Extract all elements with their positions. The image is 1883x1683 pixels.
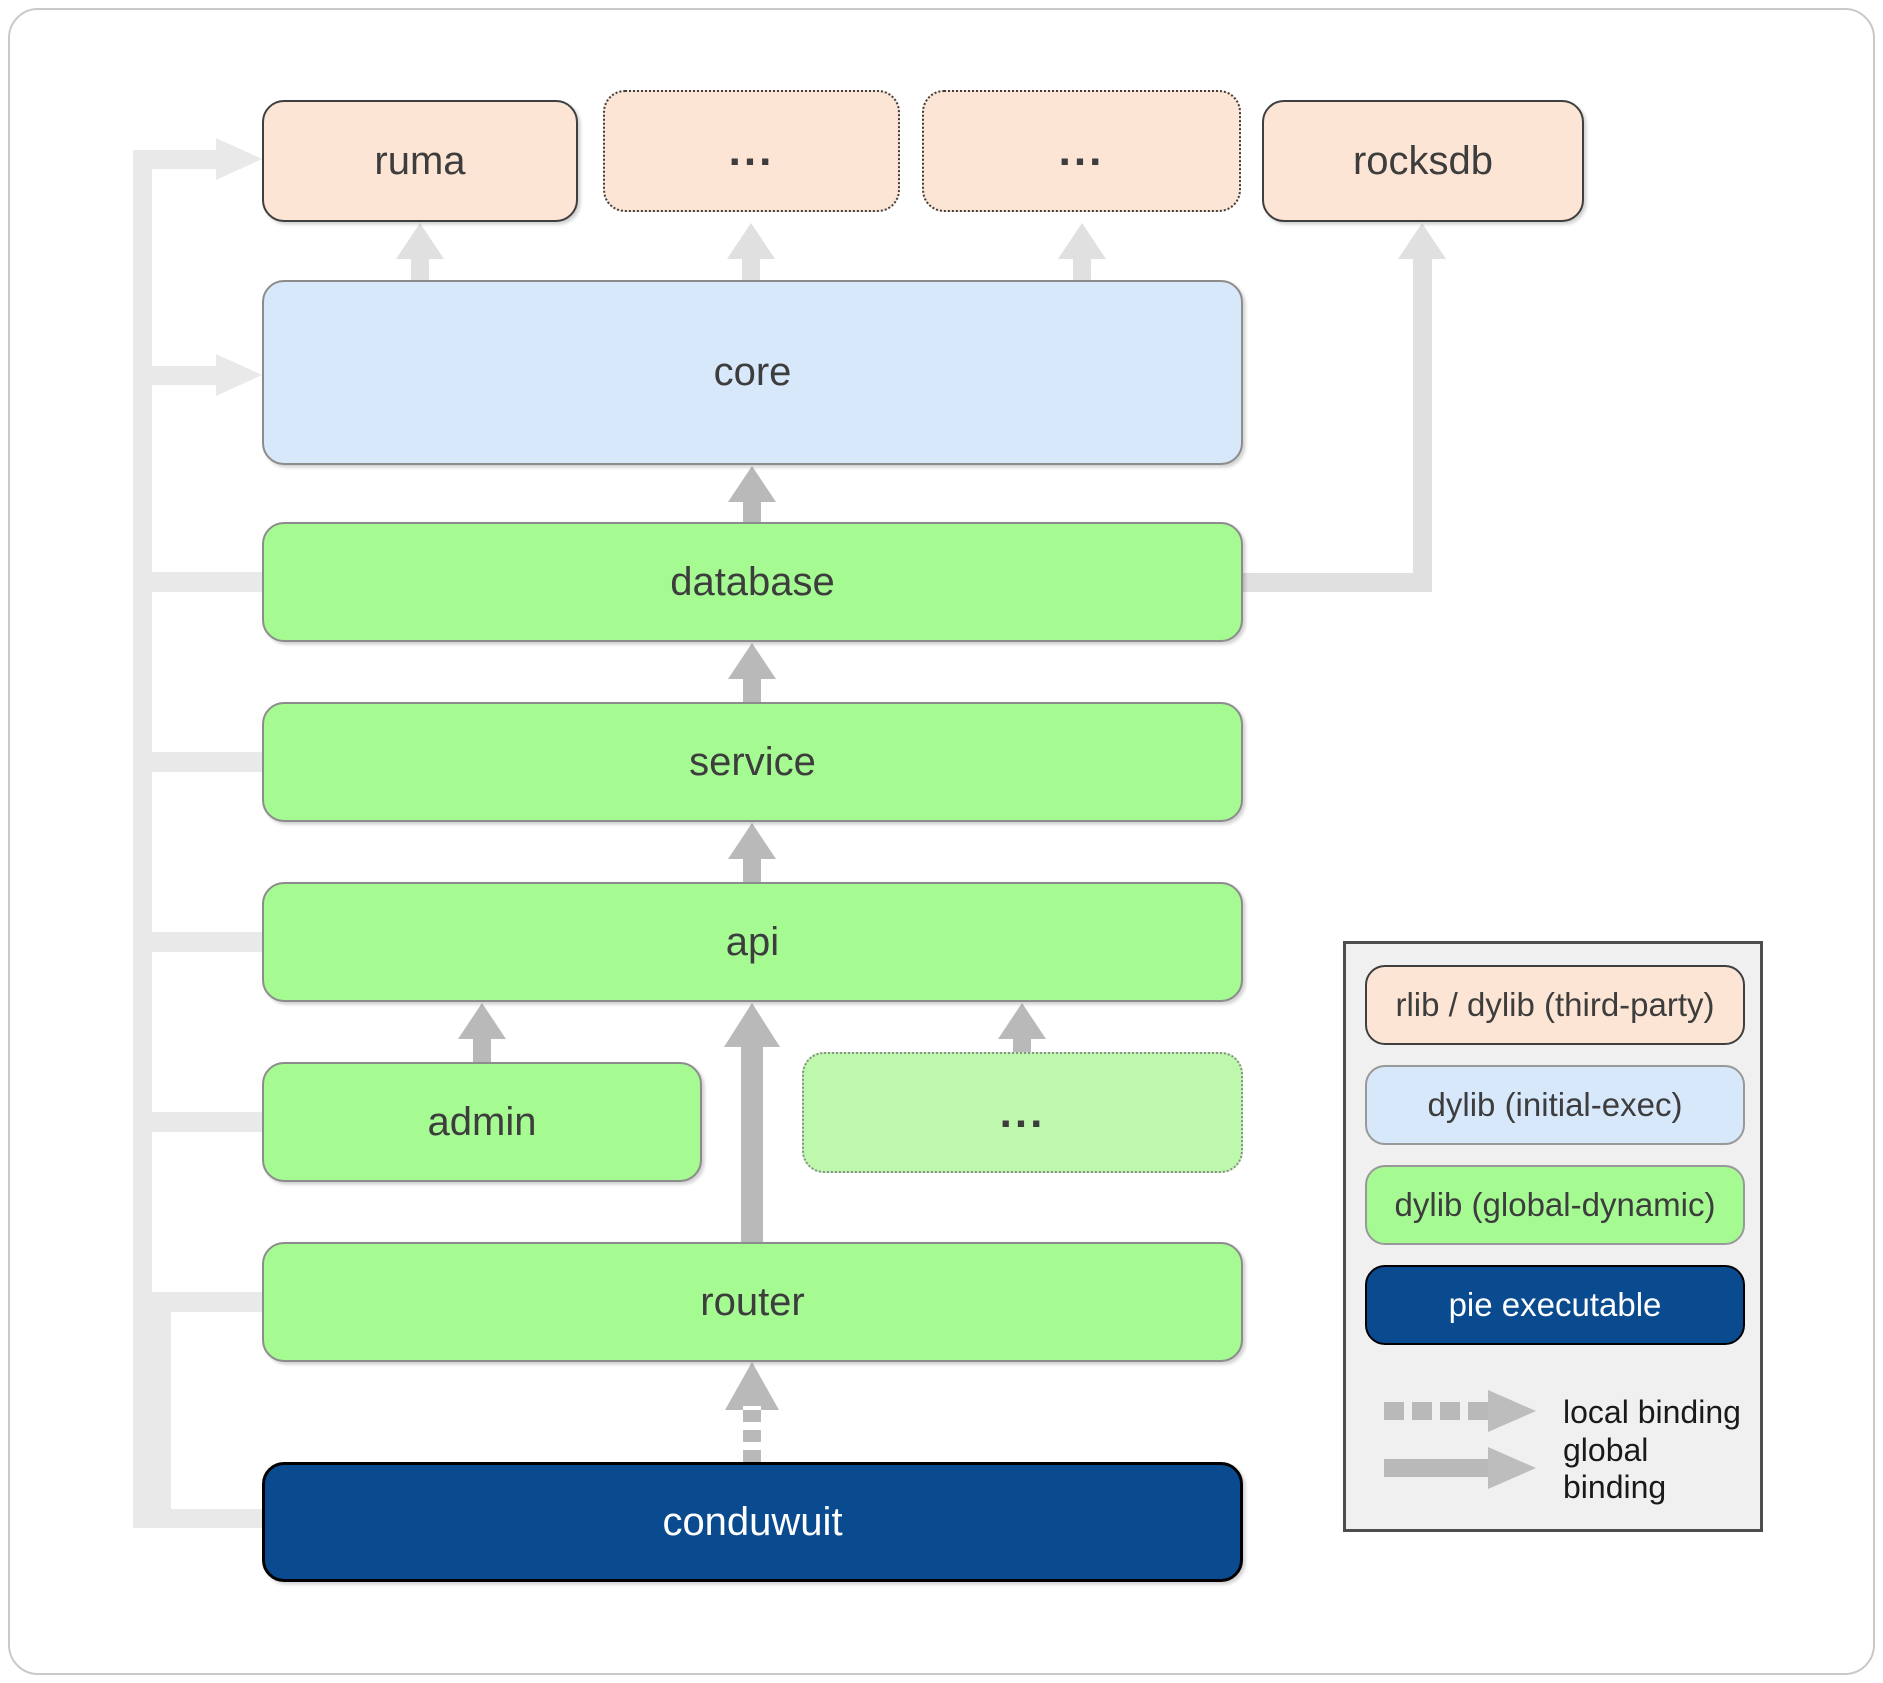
node-api: api (262, 882, 1243, 1002)
arrow-core-to-ruma-shaft (411, 255, 429, 280)
node-conduwuit: conduwuit (262, 1462, 1243, 1582)
node-dylib-dots: ... (802, 1052, 1243, 1173)
routing-stub-router (152, 1292, 262, 1312)
node-router-label: router (700, 1279, 805, 1324)
legend-item-global-dynamic: dylib (global-dynamic) (1365, 1165, 1745, 1245)
node-conduwuit-label: conduwuit (662, 1499, 843, 1544)
node-dots-label: ... (728, 126, 775, 175)
node-third-party-dots-2: ... (922, 90, 1241, 212)
global-binding-arrowhead-icon (1488, 1447, 1536, 1489)
node-dots-label: ... (1058, 126, 1105, 175)
legend-item-pie-executable: pie executable (1365, 1265, 1745, 1345)
node-admin-label: admin (427, 1099, 537, 1144)
arrow-service-to-database (728, 643, 776, 679)
arrow-router-to-api-shaft (741, 1043, 763, 1242)
arrow-conduwuit-to-router (725, 1362, 779, 1410)
routing-branch-ruma (152, 150, 216, 169)
legend-item-label: pie executable (1448, 1286, 1662, 1323)
legend-binding-text: global binding (1563, 1432, 1667, 1505)
global-binding-arrow-icon (1384, 1459, 1488, 1477)
legend-global-binding-label: global binding (1563, 1432, 1753, 1505)
node-admin: admin (262, 1062, 702, 1182)
node-router: router (262, 1242, 1243, 1362)
legend-local-binding-label: local binding (1563, 1390, 1753, 1434)
local-binding-arrowhead-icon (1488, 1390, 1536, 1432)
arrow-dots-to-api (998, 1003, 1046, 1039)
arrow-router-to-api (724, 1003, 780, 1047)
node-rocksdb: rocksdb (1262, 100, 1584, 222)
legend-item-label: dylib (initial-exec) (1427, 1086, 1683, 1123)
node-database-label: database (670, 559, 835, 604)
node-dots-label: ... (999, 1087, 1046, 1137)
node-service-label: service (689, 739, 816, 784)
arrow-database-to-rocksdb-head (1398, 223, 1446, 259)
local-binding-arrow-icon (1384, 1402, 1488, 1420)
routing-stub-service (152, 752, 262, 772)
arrow-api-to-service-shaft (743, 855, 761, 882)
arrow-api-to-service (728, 823, 776, 859)
arrow-conduwuit-to-router-dashed-shaft (743, 1406, 761, 1462)
legend-item-label: dylib (global-dynamic) (1394, 1186, 1716, 1223)
legend-item-initial-exec: dylib (initial-exec) (1365, 1065, 1745, 1145)
node-database: database (262, 522, 1243, 642)
legend-item-third-party: rlib / dylib (third-party) (1365, 965, 1745, 1045)
node-rocksdb-label: rocksdb (1352, 138, 1494, 183)
routing-stub-database (152, 572, 262, 592)
node-third-party-dots-1: ... (603, 90, 900, 212)
routing-stub-api (152, 932, 262, 952)
node-ruma: ruma (262, 100, 578, 222)
legend-item-label: rlib / dylib (third-party) (1395, 986, 1715, 1023)
arrow-admin-to-api (458, 1003, 506, 1039)
routing-track-router (152, 1292, 171, 1528)
arrow-core-to-dots2-shaft (1073, 255, 1091, 280)
node-core-label: core (713, 350, 792, 394)
routing-stub-admin (152, 1112, 262, 1132)
arrow-database-to-core (728, 466, 776, 502)
arrow-core-to-dots1 (727, 223, 775, 259)
arrow-core-to-dots2 (1058, 223, 1106, 259)
arrow-database-to-rocksdb-vertical (1413, 256, 1432, 592)
node-ruma-label: ruma (374, 138, 466, 183)
routing-trunk-vertical (133, 150, 152, 1528)
arrow-right-icon (216, 354, 262, 396)
arrow-database-to-rocksdb-horizontal (1243, 573, 1413, 592)
arrow-right-icon (216, 138, 262, 180)
arrow-database-to-core-shaft (743, 498, 761, 522)
node-service: service (262, 702, 1243, 822)
arrow-core-to-dots1-shaft (742, 255, 760, 280)
legend-binding-text: local binding (1563, 1393, 1741, 1430)
arrow-admin-to-api-shaft (473, 1035, 491, 1062)
node-core: core (262, 280, 1243, 465)
arrow-service-to-database-shaft (743, 675, 761, 702)
legend-panel: rlib / dylib (third-party) dylib (initia… (1343, 941, 1763, 1532)
node-api-label: api (725, 919, 780, 964)
arrow-core-to-ruma (396, 223, 444, 259)
routing-bottom-horizontal (133, 1509, 262, 1528)
routing-branch-core (152, 366, 216, 385)
